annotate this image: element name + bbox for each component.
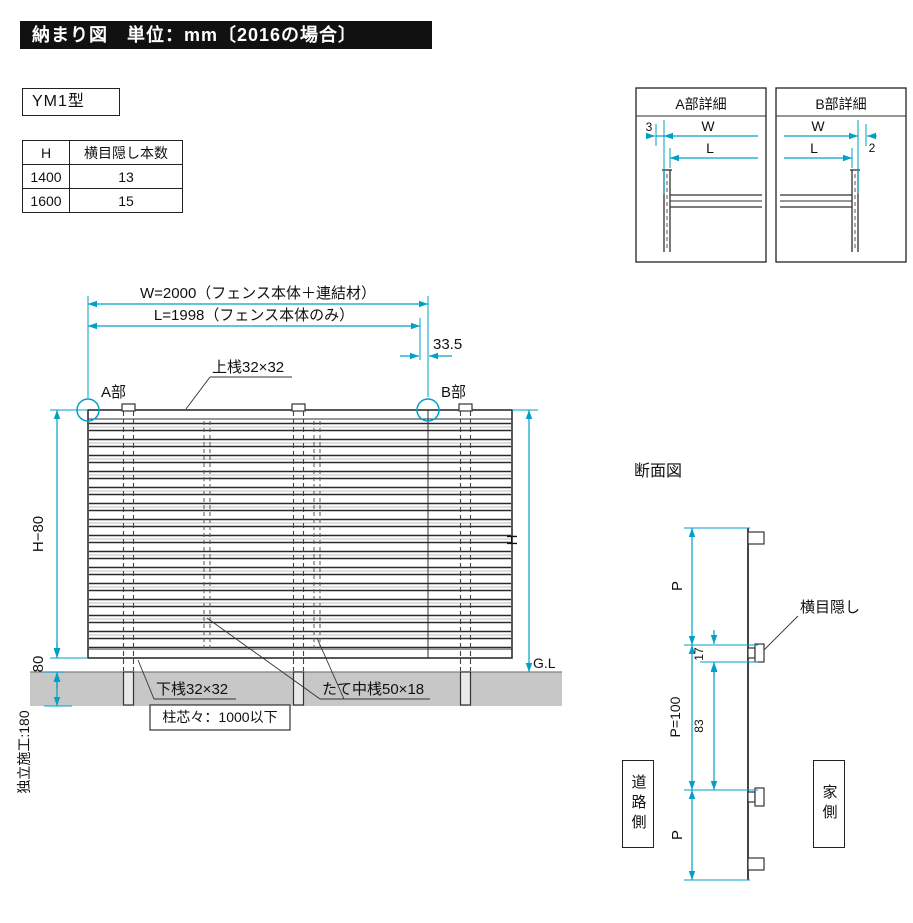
post-pitch-label: 柱芯々：1000以下 — [162, 709, 277, 725]
house-side-box: 家側 — [813, 760, 845, 848]
detail-b-frame — [775, 87, 907, 263]
label-b: B部 — [441, 384, 466, 401]
spec-n-15: 15 — [69, 188, 183, 213]
slat-profile — [754, 643, 765, 663]
vertical-mullion — [203, 421, 211, 648]
leader-line — [206, 617, 321, 700]
leader-line — [185, 376, 211, 410]
leader-line — [316, 637, 345, 700]
spec-col-slats: 横目隠し本数 — [69, 140, 183, 165]
dim-83: 83 — [692, 719, 706, 733]
detail-b-dim-w: W — [811, 118, 825, 134]
dim-h-minus-80: H−80 — [30, 516, 47, 552]
section-slat-label: 横目隠し — [800, 599, 860, 616]
section-title: 断面図 — [634, 462, 682, 480]
detail-b-dim-2: 2 — [869, 141, 876, 155]
post-cap — [458, 403, 473, 412]
spec-n-13: 13 — [69, 164, 183, 189]
section-top-bracket — [747, 531, 765, 545]
dim-p-top: P — [669, 581, 686, 591]
elevation-dim-offset: 33.5 — [433, 336, 462, 353]
elevation-dim-l: L=1998（フェンス本体のみ） — [154, 307, 354, 324]
section-view: 断面図 横目隠し P P=100 P — [634, 462, 860, 881]
post — [458, 403, 473, 706]
road-side-box: 道路側 — [622, 760, 654, 848]
page-title: 納まり図 単位：mm〔2016の場合〕 — [20, 21, 432, 49]
section-bottom-bracket — [747, 857, 765, 871]
detail-a-box: A部詳細 3 W L — [635, 87, 767, 263]
spec-table: H 横目隠し本数 1400 13 1600 15 — [22, 140, 183, 213]
dim-17: 17 — [692, 647, 706, 661]
dim-80: 80 — [30, 656, 47, 673]
detail-a-title: A部詳細 — [675, 96, 726, 112]
post — [121, 403, 136, 706]
bottom-rail-label: 下桟32×32 — [156, 681, 228, 698]
table-row: 1400 13 — [22, 164, 183, 189]
spec-table-header-row: H 横目隠し本数 — [22, 140, 183, 165]
spec-h-1400: 1400 — [22, 164, 70, 189]
table-row: 1600 15 — [22, 188, 183, 213]
leader-line — [763, 615, 799, 651]
slat-profile — [754, 787, 765, 807]
detail-a-dim-l: L — [706, 140, 714, 156]
post-pitch-box — [149, 704, 291, 731]
post-cap — [291, 403, 306, 412]
post-cap — [121, 403, 136, 412]
post-embedded — [122, 671, 135, 706]
detail-b-marker-circle — [416, 398, 440, 422]
detail-b-dim-l: L — [810, 140, 818, 156]
fence-elevation: W=2000（フェンス本体＋連結材） L=1998（フェンス本体のみ） 33.5… — [16, 285, 562, 794]
detail-b-title: B部詳細 — [815, 96, 866, 112]
detail-a-frame — [635, 87, 767, 263]
slat-clip — [747, 647, 756, 659]
detail-b-box: B部詳細 W L 2 — [775, 87, 907, 263]
top-rail-label: 上桟32×32 — [212, 359, 284, 376]
vertical-mullion — [313, 421, 321, 648]
post-embedded — [292, 671, 305, 706]
post-embedded — [459, 671, 472, 706]
ground-label: G.L — [533, 655, 556, 671]
model-label: YM1型 — [22, 88, 120, 116]
dim-h: H — [504, 535, 521, 546]
label-a: A部 — [101, 384, 126, 401]
spec-h-1600: 1600 — [22, 188, 70, 213]
detail-a-dim-3: 3 — [646, 120, 653, 134]
fence-slats — [89, 421, 511, 648]
slat-clip — [747, 791, 756, 803]
embed-label: 独立施工:180 — [16, 710, 32, 793]
dim-p-bottom: P — [669, 830, 686, 840]
post — [291, 403, 306, 706]
detail-a-dim-w: W — [701, 118, 715, 134]
elevation-dim-w: W=2000（フェンス本体＋連結材） — [140, 285, 376, 302]
mullion-label: たて中桟50×18 — [322, 681, 424, 698]
leader-line — [137, 659, 155, 700]
dim-p-100: P=100 — [667, 696, 683, 737]
